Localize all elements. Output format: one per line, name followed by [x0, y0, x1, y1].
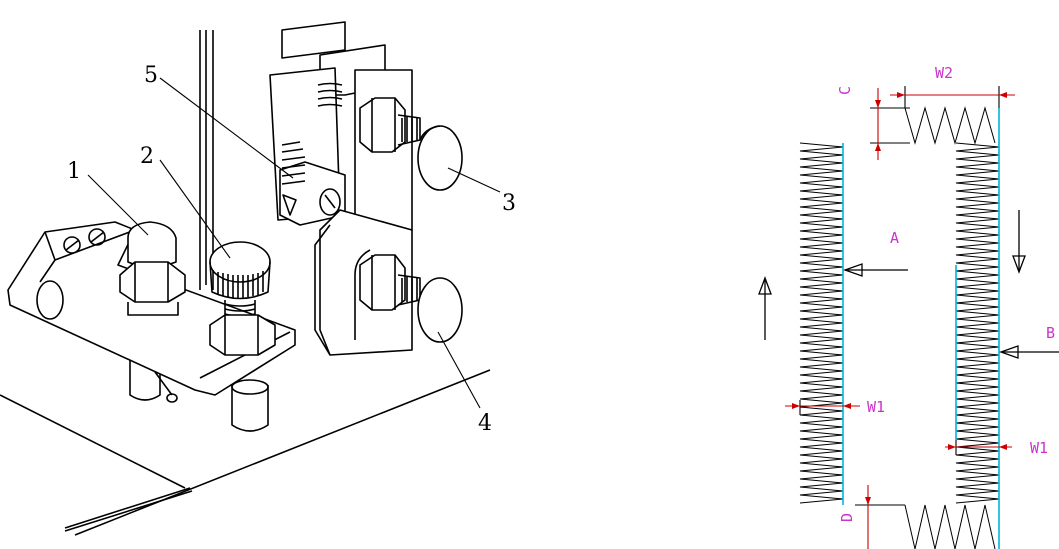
callout-3: 3 — [502, 191, 516, 216]
vertical-rods — [199, 30, 214, 290]
right-zigzag-stitches — [955, 142, 1000, 504]
label-w1-right: W1 — [1030, 439, 1048, 457]
callout-2: 2 — [140, 144, 154, 169]
callout-1: 1 — [67, 159, 81, 184]
top-bartack-stitches — [904, 106, 996, 145]
label-w1-left: W1 — [867, 398, 885, 416]
cut-edges — [842, 108, 1000, 549]
label-a: A — [890, 229, 899, 247]
upper-spring — [317, 82, 343, 107]
hex-bolt-1 — [119, 221, 186, 316]
callout-4: 4 — [478, 411, 492, 436]
label-b: B — [1046, 324, 1055, 342]
label-d: D — [838, 513, 856, 522]
bottom-bartack-stitches — [904, 504, 996, 549]
left-zigzag-stitches — [799, 142, 844, 504]
buttonhole-stitch-diagram: W2 C A B W1 W1 D — [758, 64, 1059, 549]
callout-leaders — [87, 77, 501, 409]
top-bartack — [904, 106, 996, 145]
lower-studs — [129, 340, 269, 432]
label-c: C — [836, 86, 854, 95]
knurled-knob-3 — [359, 97, 463, 191]
label-w2: W2 — [935, 64, 953, 82]
machine-assembly-drawing — [0, 21, 501, 536]
callout-5: 5 — [144, 63, 158, 88]
base-plate — [0, 369, 491, 536]
right-stitch-column — [955, 142, 1000, 504]
direction-arrows — [758, 210, 1059, 359]
knurled-knob-4 — [359, 254, 463, 343]
dimension-lines — [785, 86, 1015, 549]
knurled-knob-2 — [209, 241, 276, 356]
left-stitch-column — [799, 142, 844, 504]
bottom-bartack — [904, 504, 996, 549]
